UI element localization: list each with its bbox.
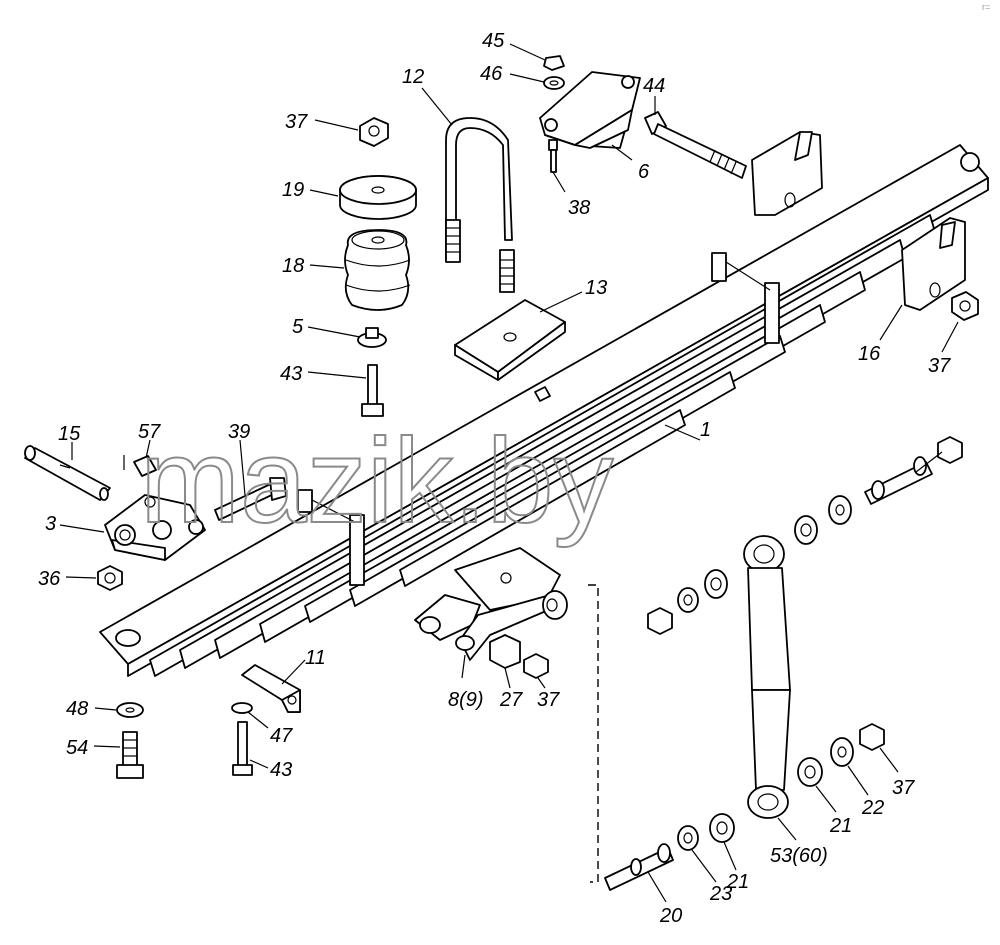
- nut-part-37-top: [359, 117, 389, 147]
- nut-part-36: [97, 565, 123, 591]
- washer-part-5: [357, 327, 387, 348]
- disc-part-19: [339, 175, 417, 220]
- label-21-left: 21: [726, 871, 749, 893]
- u-bolt-part-12: [445, 117, 515, 293]
- label-5: 5: [292, 316, 304, 338]
- watermark: mazik.by: [140, 414, 613, 548]
- label-19: 19: [282, 179, 304, 201]
- bolt-part-54: [116, 731, 144, 779]
- washer-part-22: [830, 737, 854, 767]
- label-54: 54: [66, 737, 88, 759]
- washer-upper-left: [677, 587, 699, 613]
- label-47: 47: [270, 725, 293, 747]
- nut-upper-left: [647, 607, 673, 635]
- side-plate-upper: [751, 131, 823, 216]
- shock-bracket-part-8: [414, 547, 568, 661]
- clip-part-11: [241, 664, 301, 713]
- label-23: 23: [709, 883, 732, 905]
- bushing-part-21-right: [797, 757, 823, 787]
- leader-lines: [59, 43, 959, 903]
- label-43-lower: 43: [270, 759, 292, 781]
- side-plate-part-16: [901, 217, 966, 311]
- pad-part-13: [454, 299, 566, 381]
- bushing-upper-a: [794, 515, 818, 545]
- pin-upper-right: [864, 456, 933, 505]
- bracket-part-6: [539, 71, 641, 149]
- bolt-part-39: [214, 477, 287, 521]
- label-43-upper: 43: [280, 363, 302, 385]
- pin-part-15: [24, 445, 111, 501]
- spring-bracket-part-3: [104, 494, 206, 561]
- label-46: 46: [480, 63, 503, 85]
- bolt-part-38: [548, 139, 558, 173]
- bolt-part-44: [644, 111, 747, 179]
- label-53-60: 53(60): [770, 845, 828, 867]
- label-3: 3: [45, 513, 56, 535]
- label-48: 48: [66, 698, 88, 720]
- nut-part-45: [543, 55, 565, 71]
- label-37-top: 37: [285, 111, 308, 133]
- nut-part-27: [489, 634, 521, 669]
- washer-upper-right: [828, 495, 852, 525]
- label-16: 16: [858, 343, 881, 365]
- bolt-part-43-lower: [232, 721, 253, 776]
- nut-part-37-right: [951, 291, 979, 321]
- washer-part-47: [231, 702, 253, 714]
- label-37-center: 37: [537, 689, 560, 711]
- label-11: 11: [305, 647, 326, 669]
- label-38: 38: [568, 197, 590, 219]
- label-21-right: 21: [829, 815, 852, 837]
- washer-part-48: [116, 702, 144, 718]
- bushing-upper-b: [704, 569, 728, 599]
- label-6: 6: [638, 161, 650, 183]
- label-18: 18: [282, 255, 304, 277]
- label-57: 57: [138, 421, 161, 443]
- bolt-part-43-upper: [361, 364, 384, 417]
- pin-part-20: [604, 843, 674, 891]
- label-45: 45: [482, 30, 505, 52]
- grease-nipple-part-57: [123, 455, 157, 477]
- nut-upper-right: [937, 436, 963, 464]
- label-13: 13: [585, 277, 607, 299]
- part-labels: 45 46 12 44 37 6 38 19 18 13 16 37 5 43 …: [38, 30, 951, 927]
- washer-part-23: [677, 825, 699, 851]
- assembly-dashed-line: [588, 584, 599, 883]
- label-20: 20: [659, 905, 682, 927]
- label-37-lower-right: 37: [892, 777, 915, 799]
- label-44: 44: [643, 75, 665, 97]
- label-37-right: 37: [928, 355, 951, 377]
- nut-part-37-center: [523, 653, 549, 679]
- nut-part-37-lower-right: [859, 723, 885, 751]
- shock-absorber-part-53: [743, 535, 791, 819]
- label-12: 12: [402, 66, 424, 88]
- label-36: 36: [38, 568, 61, 590]
- label-15: 15: [58, 423, 81, 445]
- bump-stop-part-18: [344, 229, 411, 311]
- corner-mark: r=: [982, 2, 990, 12]
- leaf-spring-part-1: [99, 144, 989, 677]
- washer-part-46: [543, 76, 565, 90]
- label-39: 39: [228, 421, 250, 443]
- bushing-part-21-left: [709, 813, 735, 843]
- label-27: 27: [499, 689, 523, 711]
- label-8-9: 8(9): [448, 689, 484, 711]
- label-22: 22: [861, 797, 884, 819]
- label-1: 1: [700, 419, 711, 441]
